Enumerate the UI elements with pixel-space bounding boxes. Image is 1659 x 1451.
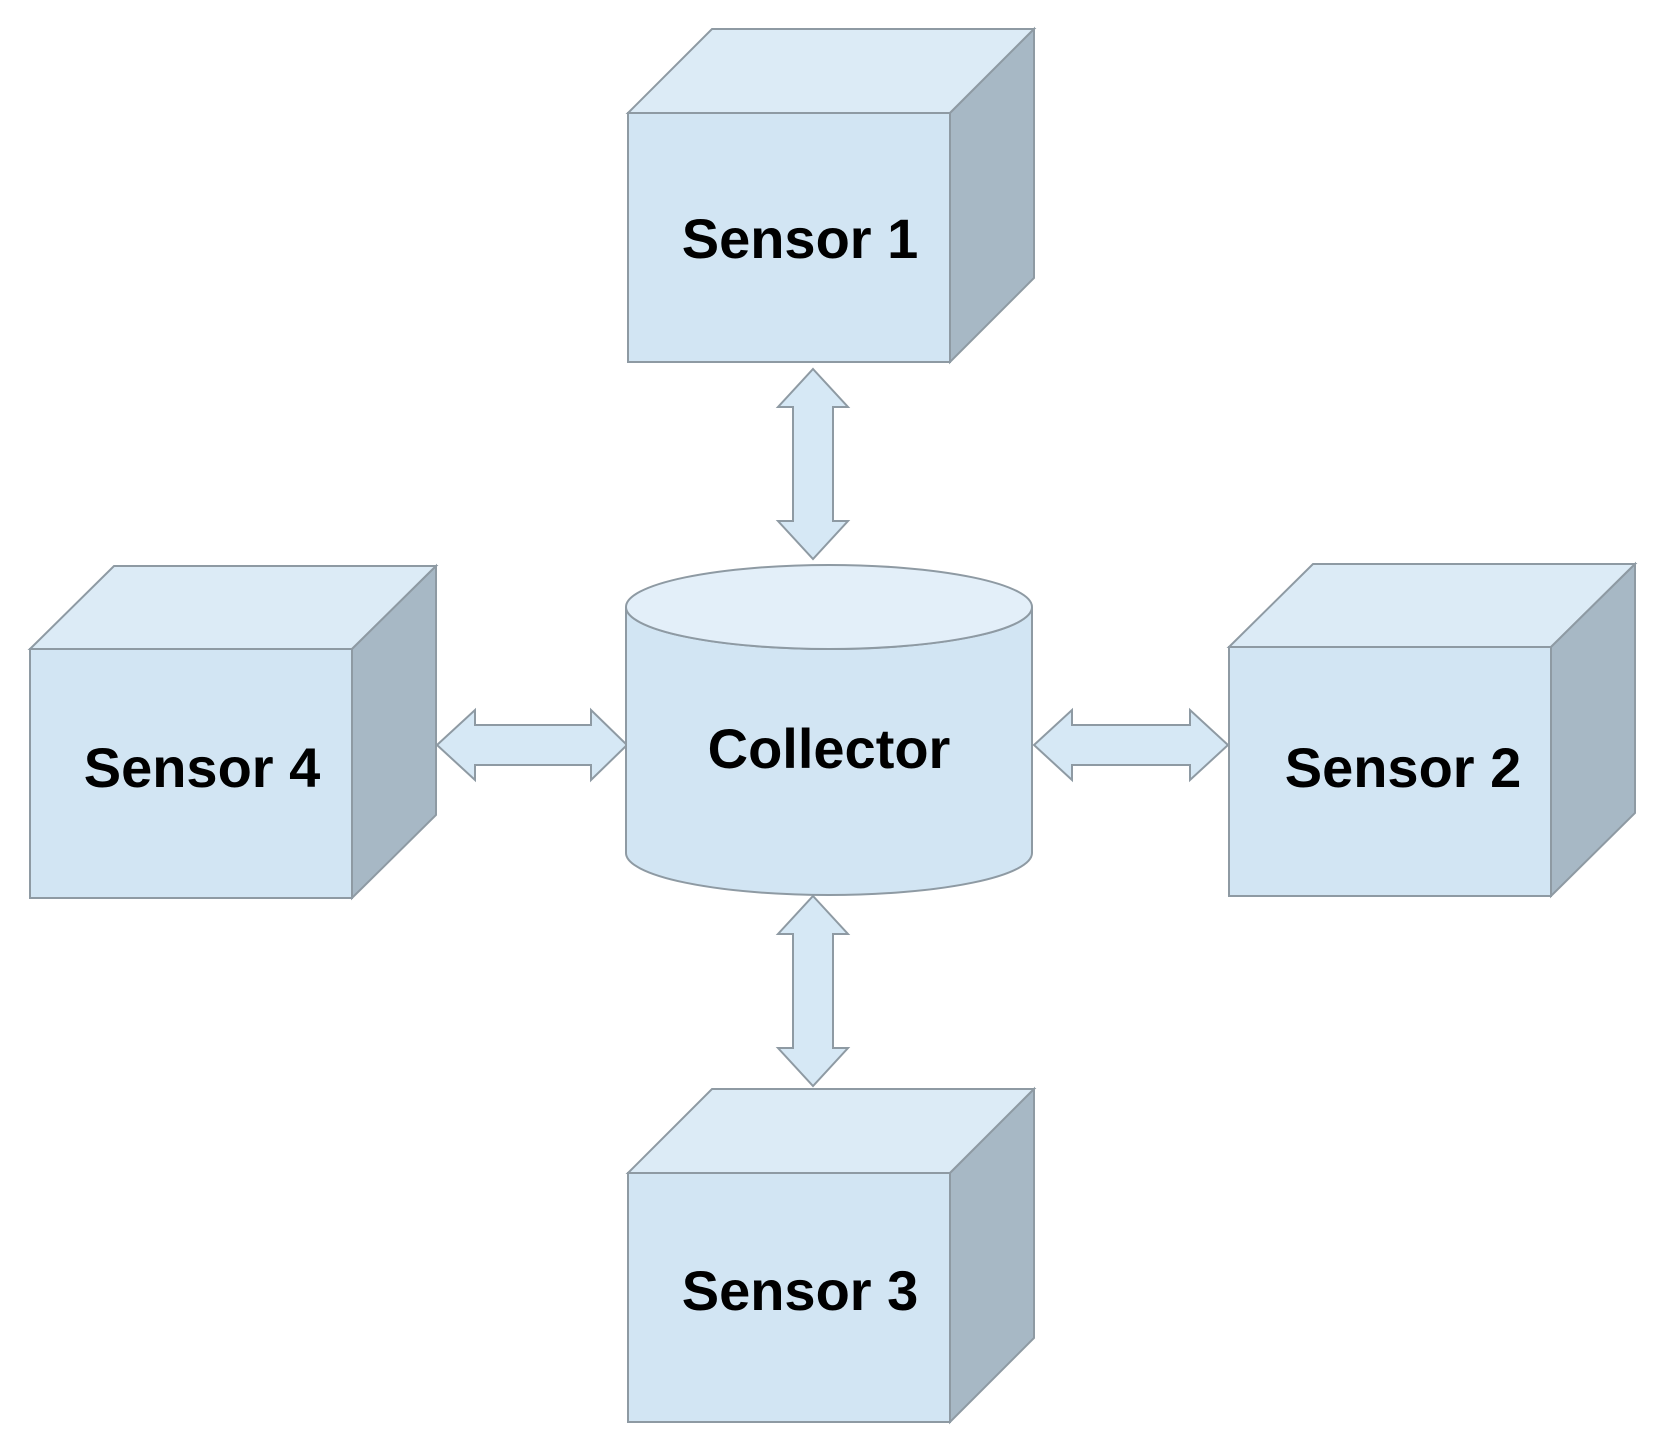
arrow-collector-sensor-3: [775, 894, 851, 1088]
sensor-3-node: Sensor 3: [625, 1086, 1037, 1425]
sensor-4-label: Sensor 4: [84, 736, 321, 799]
arrow-collector-sensor-2: [1032, 707, 1230, 783]
sensor-2-label: Sensor 2: [1285, 736, 1522, 799]
sensor-2-node: Sensor 2: [1226, 561, 1638, 899]
arrow-collector-sensor-4: [435, 707, 629, 783]
sensor-1-label: Sensor 1: [682, 207, 919, 270]
sensor-3-label: Sensor 3: [682, 1259, 919, 1322]
collector-node: Collector: [625, 564, 1033, 896]
arrow-collector-sensor-1: [775, 367, 851, 561]
sensor-1-node: Sensor 1: [625, 26, 1037, 365]
sensor-4-node: Sensor 4: [27, 563, 439, 901]
collector-label: Collector: [708, 717, 951, 780]
